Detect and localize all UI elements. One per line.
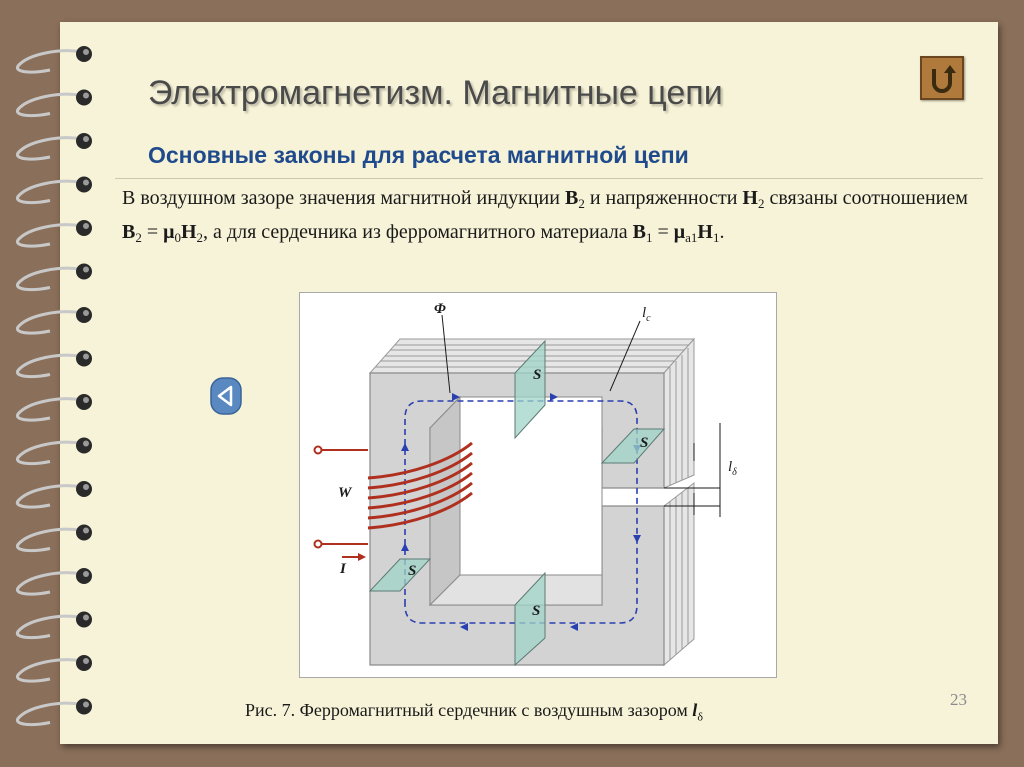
leader-lines bbox=[441, 314, 721, 517]
lamination-stack bbox=[368, 337, 696, 667]
binding-hole-highlight bbox=[83, 92, 89, 99]
binding-hole-highlight bbox=[83, 179, 89, 186]
binding-ring bbox=[15, 397, 83, 422]
binding-hole-highlight bbox=[83, 571, 89, 577]
binding-hole-highlight bbox=[83, 484, 89, 490]
body-paragraph: В воздушном зазоре значения магнитной ин… bbox=[122, 187, 968, 245]
binding-ring bbox=[15, 223, 83, 248]
current-label: I bbox=[339, 561, 347, 577]
binding-ring bbox=[15, 614, 83, 640]
section-label: S bbox=[533, 367, 541, 383]
section-label: S bbox=[408, 563, 416, 579]
binding-ring bbox=[15, 310, 83, 335]
slide-title: Электромагнетизм. Магнитные цепи bbox=[148, 74, 723, 112]
gap-length-label: lδ bbox=[728, 459, 737, 478]
flux-path bbox=[404, 400, 638, 624]
binding-ring bbox=[15, 353, 83, 379]
coil-leads bbox=[313, 445, 368, 558]
slide-subtitle: Основные законы для расчета магнитной це… bbox=[148, 142, 689, 168]
spiral-binding bbox=[15, 46, 92, 727]
return-arrow-icon bbox=[932, 65, 956, 93]
current-arrow bbox=[358, 553, 366, 561]
binding-hole-highlight bbox=[83, 49, 89, 55]
prev-slide-button[interactable] bbox=[210, 377, 242, 415]
binding-hole-highlight bbox=[83, 136, 89, 142]
binding-ring bbox=[15, 658, 83, 683]
divider bbox=[115, 178, 983, 179]
binding-ring bbox=[15, 266, 83, 292]
flux-label: Φ bbox=[434, 301, 446, 317]
binding-ring bbox=[15, 484, 83, 509]
binding-ring bbox=[15, 136, 83, 161]
core-figure: S S S S bbox=[299, 292, 777, 678]
binding-ring bbox=[15, 179, 83, 205]
binding-hole-highlight bbox=[83, 614, 89, 621]
binding-hole-highlight bbox=[83, 266, 89, 273]
binding-hole-highlight bbox=[83, 440, 89, 447]
figure-caption: Рис. 7. Ферромагнитный сердечник с возду… bbox=[245, 700, 703, 724]
binding-hole-highlight bbox=[83, 223, 89, 229]
section-label: S bbox=[640, 435, 648, 451]
flux-arrows bbox=[401, 393, 641, 631]
binding-ring bbox=[15, 571, 83, 596]
binding-hole-highlight bbox=[83, 310, 89, 316]
binding-ring bbox=[15, 49, 83, 74]
binding-ring bbox=[15, 701, 83, 727]
binding-hole-highlight bbox=[83, 701, 89, 708]
triangle-left-icon bbox=[210, 377, 242, 415]
coil-winding bbox=[367, 441, 473, 530]
winding-label: W bbox=[338, 485, 353, 501]
slide-number: 23 bbox=[950, 690, 967, 709]
binding-ring bbox=[15, 92, 83, 118]
cross-sections bbox=[368, 339, 666, 667]
home-button[interactable] bbox=[920, 56, 964, 100]
core-length-label: lc bbox=[642, 305, 651, 324]
core-diagram: S S S S bbox=[313, 301, 737, 667]
binding-hole-highlight bbox=[83, 527, 89, 534]
section-label: S bbox=[532, 603, 540, 619]
binding-ring bbox=[15, 527, 83, 553]
binding-hole-highlight bbox=[83, 658, 89, 664]
binding-ring bbox=[15, 440, 83, 466]
binding-hole-highlight bbox=[83, 397, 89, 403]
binding-hole-highlight bbox=[83, 353, 89, 360]
